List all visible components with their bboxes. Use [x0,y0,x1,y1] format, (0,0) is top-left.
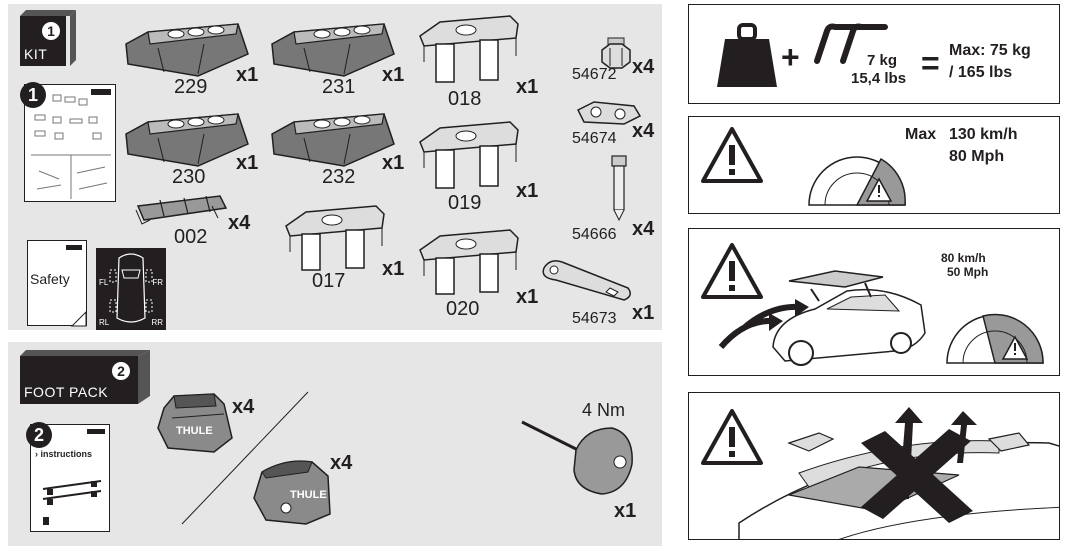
no-lift-info-box [688,392,1060,540]
loaded-speed-info-box: 80 km/h 50 Mph [688,228,1060,376]
part-code-231: 231 [322,76,356,98]
pad-231-illustration [271,23,395,77]
bar-weight-kg: 7 kg [867,52,898,69]
foot-pack-instructions-label: › instructions [35,449,93,459]
max-load-lbs: / 165 lbs [949,64,1013,81]
foot-pack-tag-label: FOOT PACK [24,384,109,400]
part-qty-54673: x1 [632,302,655,324]
torque-key-qty: x1 [614,500,637,522]
layout-fl: FL [99,278,109,287]
foot-b-illustration: THULE [253,460,331,525]
part-qty-229: x1 [236,64,259,86]
pad-230-illustration [125,113,249,167]
part-qty-54674: x4 [632,120,655,142]
kit-tag: 1 KIT [20,16,66,66]
layout-fr: FR [152,278,163,287]
part-qty-018: x1 [516,76,539,98]
torque-label: 4 Nm [582,400,626,420]
layout-rl: RL [99,318,110,327]
pad-229-illustration [125,23,249,77]
warning-icon [701,127,763,183]
bracket-019-illustration [419,121,519,189]
clamp-54674-illustration [576,101,642,125]
speed-max-label: Max [905,126,937,143]
loaded-speed-mph: 50 Mph [947,265,989,279]
wrench-54673-illustration [542,260,631,301]
car-layout-diagram: FL FR RL RR [96,248,166,330]
weight-icon [717,23,777,87]
foot-a-qty: x4 [232,396,255,418]
safety-label: Safety [30,271,70,287]
warning-icon-3 [701,409,763,465]
part-code-230: 230 [172,166,206,188]
torque-key-illustration [521,420,633,495]
part-code-54674: 54674 [572,130,617,147]
part-code-002: 002 [174,226,208,248]
foot-a-brand: THULE [176,425,213,437]
warning-icon-2 [701,243,763,299]
foot-b-qty: x4 [330,452,353,474]
bracket-018-illustration [419,15,519,83]
speedometer-icon [808,156,906,206]
part-code-020: 020 [446,298,480,320]
load-equals-sign: = [921,45,940,81]
speed-max-kmh: 130 km/h [949,126,1018,143]
roof-no-lift-illustration [738,407,1059,539]
kit-tag-label: KIT [24,46,48,62]
part-qty-230: x1 [236,152,259,174]
speed-max-mph: 80 Mph [949,148,1005,165]
foot-pack-tag-bevel [20,350,150,404]
foot-pack-tag: 2 FOOT PACK [20,356,138,404]
part-qty-002: x4 [228,212,251,234]
part-code-54666: 54666 [572,226,617,243]
bar-weight-lbs: 15,4 lbs [851,70,907,87]
part-code-54672: 54672 [572,66,617,83]
foot-b-brand: THULE [290,489,327,501]
part-code-54673: 54673 [572,310,617,327]
loaded-car-illustration [718,270,926,366]
bracket-017-illustration [285,205,385,271]
max-load-kg: Max: 75 kg [949,42,1031,59]
part-qty-231: x1 [382,64,405,86]
foot-pack-divider [181,391,309,525]
safety-sheet-corner [70,310,87,327]
part-code-017: 017 [312,270,346,292]
foot-pack-tag-number: 2 [112,362,130,380]
load-plus-sign: + [781,39,800,75]
kit-tag-number: 1 [42,22,60,40]
roof-bars-icon [814,23,888,64]
kit-instructions-badge: 1 [20,82,46,108]
part-qty-54672: x4 [632,56,655,78]
bracket-020-illustration [419,229,519,295]
loaded-speed-kmh: 80 km/h [941,251,986,265]
part-qty-019: x1 [516,180,539,202]
load-info-box: + 7 kg 15,4 lbs = Max: 75 kg / 165 lbs [688,4,1060,104]
speed-info-box: Max 130 km/h 80 Mph [688,116,1060,214]
layout-rr: RR [151,318,163,327]
safety-sheet: Safety [27,240,87,326]
pad-002-illustration [135,195,228,225]
part-qty-017: x1 [382,258,405,280]
part-code-229: 229 [174,76,208,98]
pad-232-illustration [271,113,395,167]
foot-a-illustration: THULE [157,393,233,453]
speedometer-icon-2 [946,313,1044,364]
part-qty-020: x1 [516,286,539,308]
part-qty-232: x1 [382,152,405,174]
bolt-54666-illustration [611,155,627,222]
part-code-232: 232 [322,166,356,188]
part-code-019: 019 [448,192,482,214]
nut-54672-illustration [601,37,631,69]
part-code-018: 018 [448,88,482,110]
kit-tag-bevel [20,10,76,66]
part-qty-54666: x4 [632,218,655,240]
foot-pack-instructions-badge: 2 [26,422,52,448]
